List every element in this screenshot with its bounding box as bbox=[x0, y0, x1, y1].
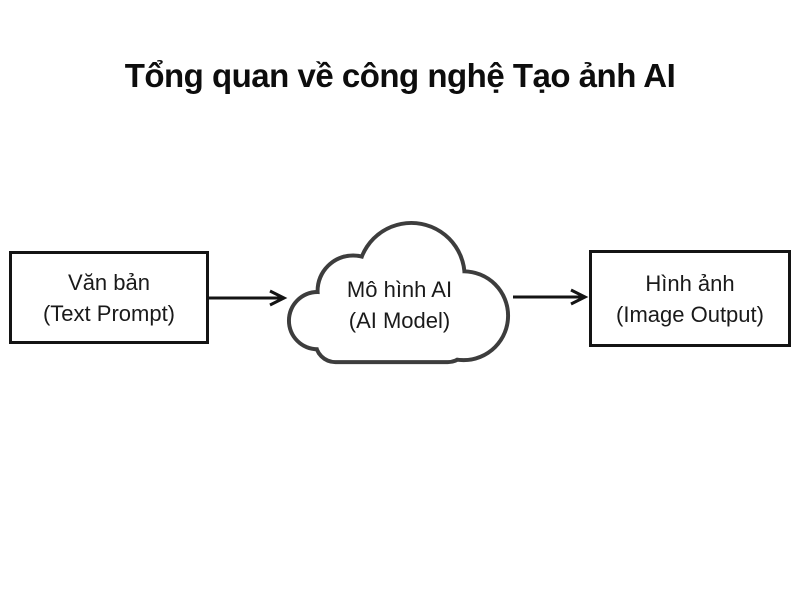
arrow-model-to-output-icon bbox=[513, 288, 589, 306]
node-ai-model-text: Mô hình AI (AI Model) bbox=[283, 217, 516, 370]
node-ai-model: Mô hình AI (AI Model) bbox=[283, 217, 516, 370]
node-image-output-sublabel: (Image Output) bbox=[616, 301, 764, 327]
node-ai-model-label: Mô hình AI bbox=[346, 276, 453, 302]
arrow-text-to-model-icon bbox=[208, 289, 288, 307]
node-image-output-label: Hình ảnh bbox=[645, 270, 735, 296]
node-text-prompt-label: Văn bản bbox=[68, 269, 150, 295]
diagram-title: Tổng quan về công nghệ Tạo ảnh AI bbox=[124, 57, 676, 94]
node-ai-model-sublabel: (AI Model) bbox=[348, 307, 451, 333]
node-image-output: Hình ảnh (Image Output) bbox=[589, 250, 791, 347]
node-text-prompt: Văn bản (Text Prompt) bbox=[9, 251, 209, 344]
node-text-prompt-sublabel: (Text Prompt) bbox=[42, 300, 176, 326]
cloud-icon bbox=[286, 220, 511, 365]
